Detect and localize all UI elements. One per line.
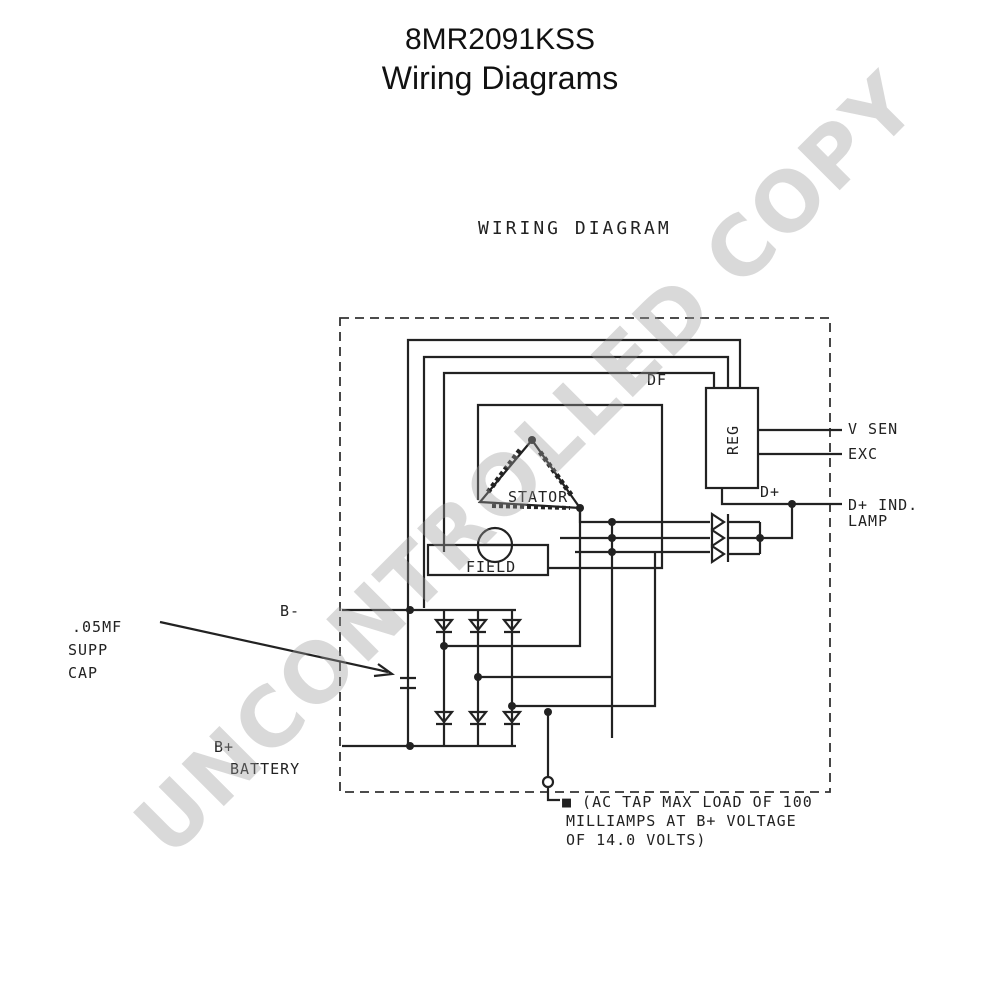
rectifier-bridge bbox=[342, 508, 657, 750]
ac-tap bbox=[541, 708, 560, 802]
d-plus-label: D+ bbox=[760, 483, 780, 501]
ac-tap-note-1: ■ (AC TAP MAX LOAD OF 100 bbox=[562, 793, 813, 811]
alternator-housing bbox=[339, 317, 831, 793]
diode-trio bbox=[710, 504, 794, 565]
diagram-title: WIRING DIAGRAM bbox=[478, 218, 672, 239]
b-plus-label: B+ bbox=[214, 738, 234, 756]
stator-housing bbox=[476, 403, 664, 570]
exc-label: EXC bbox=[848, 445, 878, 463]
lamp-label: LAMP bbox=[848, 512, 888, 530]
d-plus-wire bbox=[720, 488, 842, 506]
stator-label: STATOR bbox=[508, 488, 568, 506]
regulator-loop-wires bbox=[406, 338, 742, 610]
page-subtitle: Wiring Diagrams bbox=[381, 60, 619, 96]
model-number: 8MR2091KSS bbox=[404, 23, 596, 56]
battery-label: BATTERY bbox=[230, 760, 300, 778]
suppression-capacitor bbox=[159, 620, 416, 690]
regulator-box bbox=[704, 386, 760, 490]
regulator-label: REG bbox=[724, 425, 742, 455]
v-sen-label: V SEN bbox=[848, 420, 898, 438]
cap-label-2: SUPP bbox=[68, 641, 108, 659]
field-label: FIELD bbox=[466, 558, 516, 576]
cap-label-3: CAP bbox=[68, 664, 98, 682]
b-minus-label: B- bbox=[280, 602, 300, 620]
ac-tap-note-2: MILLIAMPS AT B+ VOLTAGE bbox=[566, 812, 797, 830]
stator-ac-leads bbox=[560, 508, 710, 738]
cap-label-1: .05MF bbox=[72, 618, 122, 636]
d-plus-ind-label: D+ IND. bbox=[848, 496, 918, 514]
page-header: 8MR2091KSS Wiring Diagrams bbox=[0, 22, 1000, 98]
df-label: DF bbox=[647, 371, 667, 389]
ac-tap-note-3: OF 14.0 VOLTS) bbox=[566, 831, 706, 849]
stator-winding bbox=[477, 436, 584, 512]
uncontrolled-copy-watermark: UNCONTROLLED COPY bbox=[117, 55, 936, 874]
